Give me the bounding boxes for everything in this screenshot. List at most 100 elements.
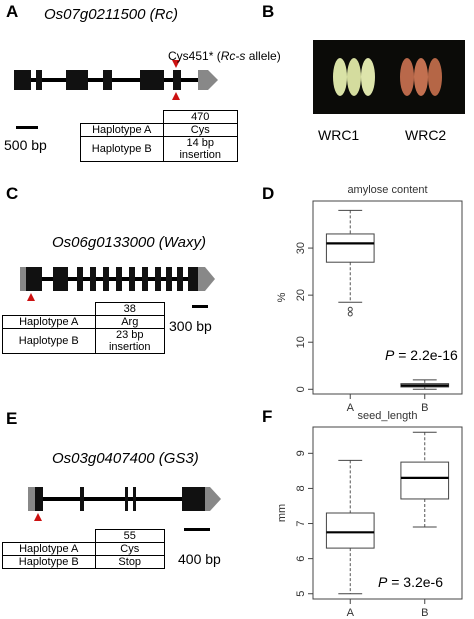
y-axis-label: %	[276, 292, 288, 302]
gene-name-c: Os06g0133000 (Waxy)	[52, 234, 206, 251]
boxplot-seed-length: seed_length 5 6 7 8 9 mmA B	[276, 410, 463, 619]
y-tick-label: 8	[295, 485, 307, 491]
exon-e-1	[35, 487, 43, 511]
table-e-row2-name: Haplotype B	[2, 555, 96, 569]
table-c-row1-value: Arg	[94, 315, 165, 329]
table-c-row2-name: Haplotype B	[2, 328, 96, 354]
y-tick-label: 7	[295, 520, 307, 526]
panel-label-f: F	[262, 407, 273, 426]
box-B	[400, 461, 450, 500]
mutation-marker-c	[27, 293, 35, 301]
y-tick-label: 5	[295, 591, 307, 597]
utr-c-left	[20, 267, 26, 291]
table-e-row1-value: Cys	[94, 542, 165, 556]
exon-c-2	[53, 267, 68, 291]
plot-frame	[312, 426, 463, 600]
y-axis-label: mm	[276, 504, 288, 522]
boxplot-amylose: amylose content 0 10 20 30% A B	[276, 184, 463, 414]
utr-e-left	[28, 487, 35, 511]
scale-label-a: 500 bp	[4, 137, 47, 153]
outlier-point	[347, 311, 353, 317]
y-tick-label: 6	[295, 556, 307, 562]
seed-wrc2-3	[428, 58, 442, 96]
seed-wrc1-3	[361, 58, 375, 96]
box-A	[325, 233, 375, 263]
seed-wrc1-2	[347, 58, 361, 96]
chart-title: amylose content	[347, 184, 427, 196]
exon-c-small-3	[103, 267, 109, 291]
table-a-row2-name: Haplotype B	[80, 136, 164, 162]
exon-c-small-2	[90, 267, 96, 291]
exon-c-small-5	[129, 267, 135, 291]
p-value-f: P = 3.2e-6	[378, 574, 443, 590]
mutation-marker-e	[34, 513, 42, 521]
scale-label-c: 300 bp	[169, 318, 212, 334]
exon-c-small-8	[166, 267, 172, 291]
panel-label-e: E	[6, 409, 18, 428]
exon-a-4	[103, 70, 112, 90]
exon-e-4	[133, 487, 136, 511]
outlier-point	[347, 306, 353, 312]
seed-wrc1-1	[333, 58, 347, 96]
gene-name-a: Os07g0211500 (Rc)	[44, 6, 178, 23]
box-A	[325, 512, 375, 549]
panel-label-c: C	[6, 184, 19, 203]
exon-e-3	[125, 487, 128, 511]
utr-e-right	[205, 487, 221, 511]
y-tick-label: 0	[295, 386, 307, 392]
exon-a-1	[14, 70, 31, 90]
seed-wrc2-1	[400, 58, 414, 96]
mutation-note-a: Cys451* (Rc-s allele)	[168, 49, 281, 63]
table-e-position: 55	[94, 529, 165, 543]
scale-bar-e	[184, 528, 210, 531]
seed-wrc2-2	[414, 58, 428, 96]
y-tick-label: 30	[295, 242, 307, 254]
chart-title: seed_length	[358, 410, 418, 422]
exon-c-1	[26, 267, 42, 291]
scale-bar-c	[192, 305, 208, 308]
exon-c-small-7	[155, 267, 161, 291]
seed-photo	[313, 40, 465, 114]
exon-e-2	[80, 487, 84, 511]
gene-name-e: Os03g0407400 (GS3)	[52, 450, 199, 467]
exon-a-3	[66, 70, 88, 90]
x-tick-label: B	[421, 607, 428, 619]
exon-e-5	[182, 487, 205, 511]
exon-c-small-1	[77, 267, 83, 291]
table-e-row1-name: Haplotype A	[2, 542, 96, 556]
x-tick-label: A	[347, 402, 355, 414]
exon-c-last	[188, 267, 198, 291]
panel-label-a: A	[6, 2, 19, 21]
exon-c-small-6	[142, 267, 148, 291]
sample-label-wrc1: WRC1	[318, 127, 360, 143]
scale-label-e: 400 bp	[178, 551, 221, 567]
y-tick-label: 9	[295, 450, 307, 456]
table-e-row2-value: Stop	[94, 555, 165, 569]
exon-c-small-4	[116, 267, 122, 291]
utr-a	[198, 70, 218, 90]
p-value-d: P = 2.2e-16	[385, 347, 458, 363]
panel-label-d: D	[262, 184, 275, 203]
exon-c-small-9	[177, 267, 183, 291]
x-tick-label: A	[347, 607, 355, 619]
scale-bar-a	[16, 126, 38, 129]
y-tick-label: 20	[295, 289, 307, 301]
x-tick-label: B	[421, 402, 428, 414]
exon-a-6	[173, 70, 181, 90]
utr-c-right	[198, 267, 215, 291]
sample-label-wrc2: WRC2	[405, 127, 447, 143]
exon-a-5	[140, 70, 164, 90]
y-tick-label: 10	[295, 336, 307, 348]
panel-label-b: B	[262, 2, 275, 21]
mutation-marker-a-top	[172, 60, 180, 68]
plot-frame	[312, 200, 463, 395]
mutation-marker-a-bottom	[172, 92, 180, 100]
